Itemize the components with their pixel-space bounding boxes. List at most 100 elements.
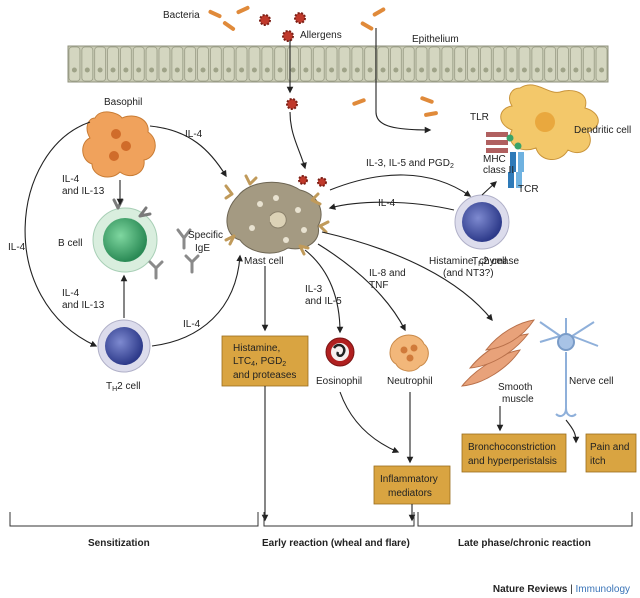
mhc-label-2: class II	[483, 165, 514, 176]
epithelial-cell	[184, 46, 196, 82]
ige-antibody-icon	[148, 228, 200, 280]
epithelial-cell-nucleus	[599, 67, 605, 73]
epithelial-cell	[389, 46, 402, 82]
bacteria-icon-lower	[352, 96, 438, 117]
mast-cell-icon	[226, 181, 322, 254]
histamine-mediators-box: Histamine, LTC4, PGD2 and proteases	[221, 335, 309, 387]
th2-cell-right-icon	[454, 194, 510, 250]
epithelial-cell	[415, 46, 428, 82]
epithelial-cell	[248, 46, 261, 82]
mast-cell-label: Mast cell	[244, 256, 283, 267]
epithelial-cell-nucleus	[84, 67, 90, 73]
epithelial-cell	[261, 46, 274, 82]
epithelial-cell	[492, 46, 505, 82]
epithelial-cell	[531, 46, 544, 82]
epithelial-cell	[132, 46, 145, 82]
epithelial-cell-nucleus	[264, 67, 270, 73]
credit-section: Immunology	[576, 584, 630, 595]
nerve-cell-label: Nerve cell	[569, 376, 613, 387]
epithelial-cell-nucleus	[547, 67, 553, 73]
th2-to-mastcell-il4-arrow	[328, 201, 455, 211]
credit: Nature Reviews | Immunology	[493, 584, 630, 595]
epithelial-cell	[441, 46, 454, 82]
epithelial-cell-nucleus	[354, 67, 360, 73]
epithelial-cell-nucleus	[213, 67, 219, 73]
epithelial-cell	[595, 46, 608, 82]
th2-left-label-sub: H	[112, 386, 117, 393]
epithelial-cell-nucleus	[406, 67, 412, 73]
epithelial-cell-nucleus	[483, 67, 489, 73]
box1-line2-mid: , PGD	[255, 356, 282, 367]
mast-cell-ige-receptors-icon	[224, 174, 330, 256]
epithelial-cell-nucleus	[110, 67, 116, 73]
epithelial-cell	[479, 46, 492, 82]
epithelial-cell	[582, 46, 595, 82]
box1-line2-sub2: 2	[282, 361, 286, 368]
mastcell-to-smooth-muscle-arrow	[321, 231, 493, 322]
eosinophil-label: Eosinophil	[316, 376, 362, 387]
epithelial-cell-nucleus	[290, 67, 296, 73]
epithelial-cell-nucleus	[123, 67, 129, 73]
epithelial-cell-nucleus	[586, 67, 592, 73]
il4-il13-b-label-1: IL-4	[62, 288, 80, 299]
box1-line2-sub: 4	[251, 361, 255, 368]
epithelial-cell	[544, 46, 557, 82]
box3-line2: itch	[590, 456, 606, 467]
basophil-label: Basophil	[104, 97, 142, 108]
th2-left-label-pre: T	[106, 381, 112, 392]
il3-label-1: IL-3	[305, 284, 323, 295]
epithelial-cell	[145, 46, 158, 82]
epithelial-cell	[107, 46, 119, 82]
box1-line2: LTC4, PGD2	[233, 356, 286, 368]
inflammatory-mediators-box: Inflammatory mediators	[373, 465, 451, 505]
tlr-label: TLR	[470, 112, 489, 123]
histamine-label-1: Histamine, chymase	[429, 256, 519, 267]
epithelial-cell	[299, 46, 312, 82]
th2-to-mastcell-arrow	[151, 254, 243, 347]
bronchoconstriction-box: Bronchoconstriction and hyperperistalsis	[461, 433, 567, 473]
epithelial-cell-nucleus	[393, 67, 399, 73]
th2-right-label: TH2 cell	[472, 256, 507, 268]
box1-line2-pre: LTC	[233, 356, 251, 367]
bacteria-to-dendritic-arrow	[375, 28, 432, 134]
mastcell-to-neutrophil-arrow	[317, 243, 406, 332]
epithelial-cell	[68, 46, 81, 82]
sensitization-bracket	[9, 512, 259, 527]
epithelium-label: Epithelium	[412, 34, 459, 45]
epithelial-cell-nucleus	[431, 67, 437, 73]
phase-early-reaction: Early reaction (wheal and flare)	[262, 538, 410, 549]
epithelial-cell	[428, 46, 441, 82]
epithelial-cell	[402, 46, 415, 82]
epithelial-cell-nucleus	[509, 67, 515, 73]
epithelial-cell-nucleus	[316, 67, 322, 73]
il4-bottom-label: IL-4	[183, 319, 201, 330]
phase-late-reaction: Late phase/chronic reaction	[458, 538, 591, 549]
nerve-cell-icon	[539, 318, 599, 417]
specific-ige-label-1: Specific	[188, 230, 223, 241]
il3-il5-pgd-label-sub: 2	[450, 163, 454, 170]
b-cell-label: B cell	[58, 238, 82, 249]
il4-il13-a-label-2: and IL-13	[62, 186, 105, 197]
early-reaction-bracket	[263, 512, 415, 527]
tlr-receptor-icon	[486, 132, 522, 153]
epithelial-cell-nucleus	[560, 67, 566, 73]
th2-right-label-post: 2 cell	[483, 256, 506, 267]
allergen-icon	[259, 12, 327, 187]
th2-right-label-pre: T	[472, 256, 478, 267]
th2-cell-left-icon	[97, 319, 151, 373]
epithelial-cell	[454, 46, 467, 82]
neutrophil-icon	[389, 334, 429, 372]
box2-line2: and hyperperistalsis	[468, 456, 557, 467]
epithelial-cell-nucleus	[161, 67, 167, 73]
il3-label-2: and IL-5	[305, 296, 342, 307]
epithelial-cell-nucleus	[187, 67, 193, 73]
epithelial-cell-nucleus	[380, 67, 386, 73]
epithelial-cell-nucleus	[496, 67, 502, 73]
tcr-label: TCR	[518, 184, 539, 195]
epithelial-cell-nucleus	[419, 67, 425, 73]
th2-left-label: TH2 cell	[106, 381, 141, 393]
epithelial-cell	[158, 46, 171, 82]
epithelial-cell-nucleus	[136, 67, 142, 73]
epithelial-cell-nucleus	[149, 67, 155, 73]
